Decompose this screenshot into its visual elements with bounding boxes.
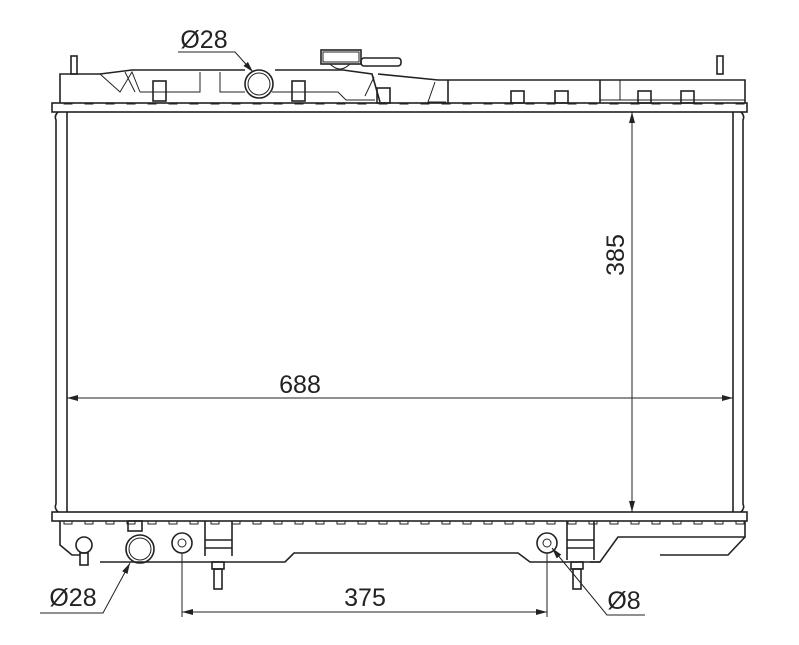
- top-bracket: [510, 90, 525, 104]
- bottom-outlet-label: Ø28: [49, 584, 96, 612]
- top-tank: [51, 49, 748, 113]
- top-tank-detail-lines: [99, 70, 745, 103]
- overflow-pipe: [360, 57, 402, 67]
- top-bracket: [152, 80, 167, 102]
- bottom-outlet-pipe-inner: [128, 537, 152, 561]
- top-bracket: [291, 80, 306, 102]
- mount-pin: [572, 568, 582, 590]
- outlet-pipe-bracket: [127, 520, 143, 532]
- mount-pin-base: [570, 561, 584, 570]
- mount-bracket-right: [566, 521, 595, 560]
- filler-cap-inner: [322, 51, 360, 63]
- mount-pin-base: [211, 561, 225, 570]
- filler-cap-body: [320, 49, 362, 65]
- mount-hole-left: [171, 532, 193, 554]
- top-inlet-pipe-inner: [247, 72, 271, 96]
- mount-spacing-label: 375: [344, 584, 386, 612]
- mount-spacing-dimension: 375: [181, 553, 548, 617]
- drain-plug-stem: [79, 552, 89, 566]
- radiator-core: [54, 111, 745, 513]
- top-inlet-label: Ø28: [180, 26, 227, 54]
- bottom-header-plate: [51, 511, 748, 522]
- bottom-tank: [51, 511, 748, 590]
- top-tank-outline: [59, 69, 746, 103]
- bottom-tank-outline: [59, 521, 746, 563]
- core-right-side: [740, 111, 745, 513]
- bottom-outlet-leader-line: [40, 562, 131, 614]
- bottom-outlet-callout: Ø28: [40, 562, 131, 614]
- width-label: 688: [279, 371, 321, 399]
- top-bracket: [680, 90, 695, 104]
- top-left-post: [70, 55, 78, 75]
- top-header-teeth: [60, 103, 745, 108]
- mount-hole-leader-line: [551, 547, 645, 616]
- top-inlet-pipe: [244, 69, 274, 99]
- drain-plug: [75, 536, 93, 554]
- mount-hole-right-inner: [542, 538, 552, 548]
- bottom-outlet-pipe: [125, 534, 155, 564]
- height-dimension: 385: [602, 112, 635, 512]
- mount-hole-label: Ø8: [607, 587, 640, 615]
- top-inlet-leader-line: [178, 51, 254, 73]
- bottom-header-teeth: [60, 521, 745, 526]
- width-dimension: 688: [67, 371, 733, 401]
- top-inlet-callout: Ø28: [178, 26, 254, 73]
- mount-hole-callout: Ø8: [551, 547, 645, 616]
- top-bracket: [637, 90, 652, 104]
- mount-hole-left-inner: [177, 538, 187, 548]
- filler-neck: [329, 63, 351, 70]
- bottom-tank-detail-lines: [590, 536, 746, 563]
- mount-pin: [213, 568, 223, 590]
- mount-bracket-left: [204, 521, 233, 556]
- filler-cap: [320, 49, 402, 70]
- core-left-side: [54, 111, 59, 513]
- top-right-post: [716, 55, 724, 75]
- height-label: 385: [602, 234, 630, 276]
- top-bracket: [554, 90, 569, 104]
